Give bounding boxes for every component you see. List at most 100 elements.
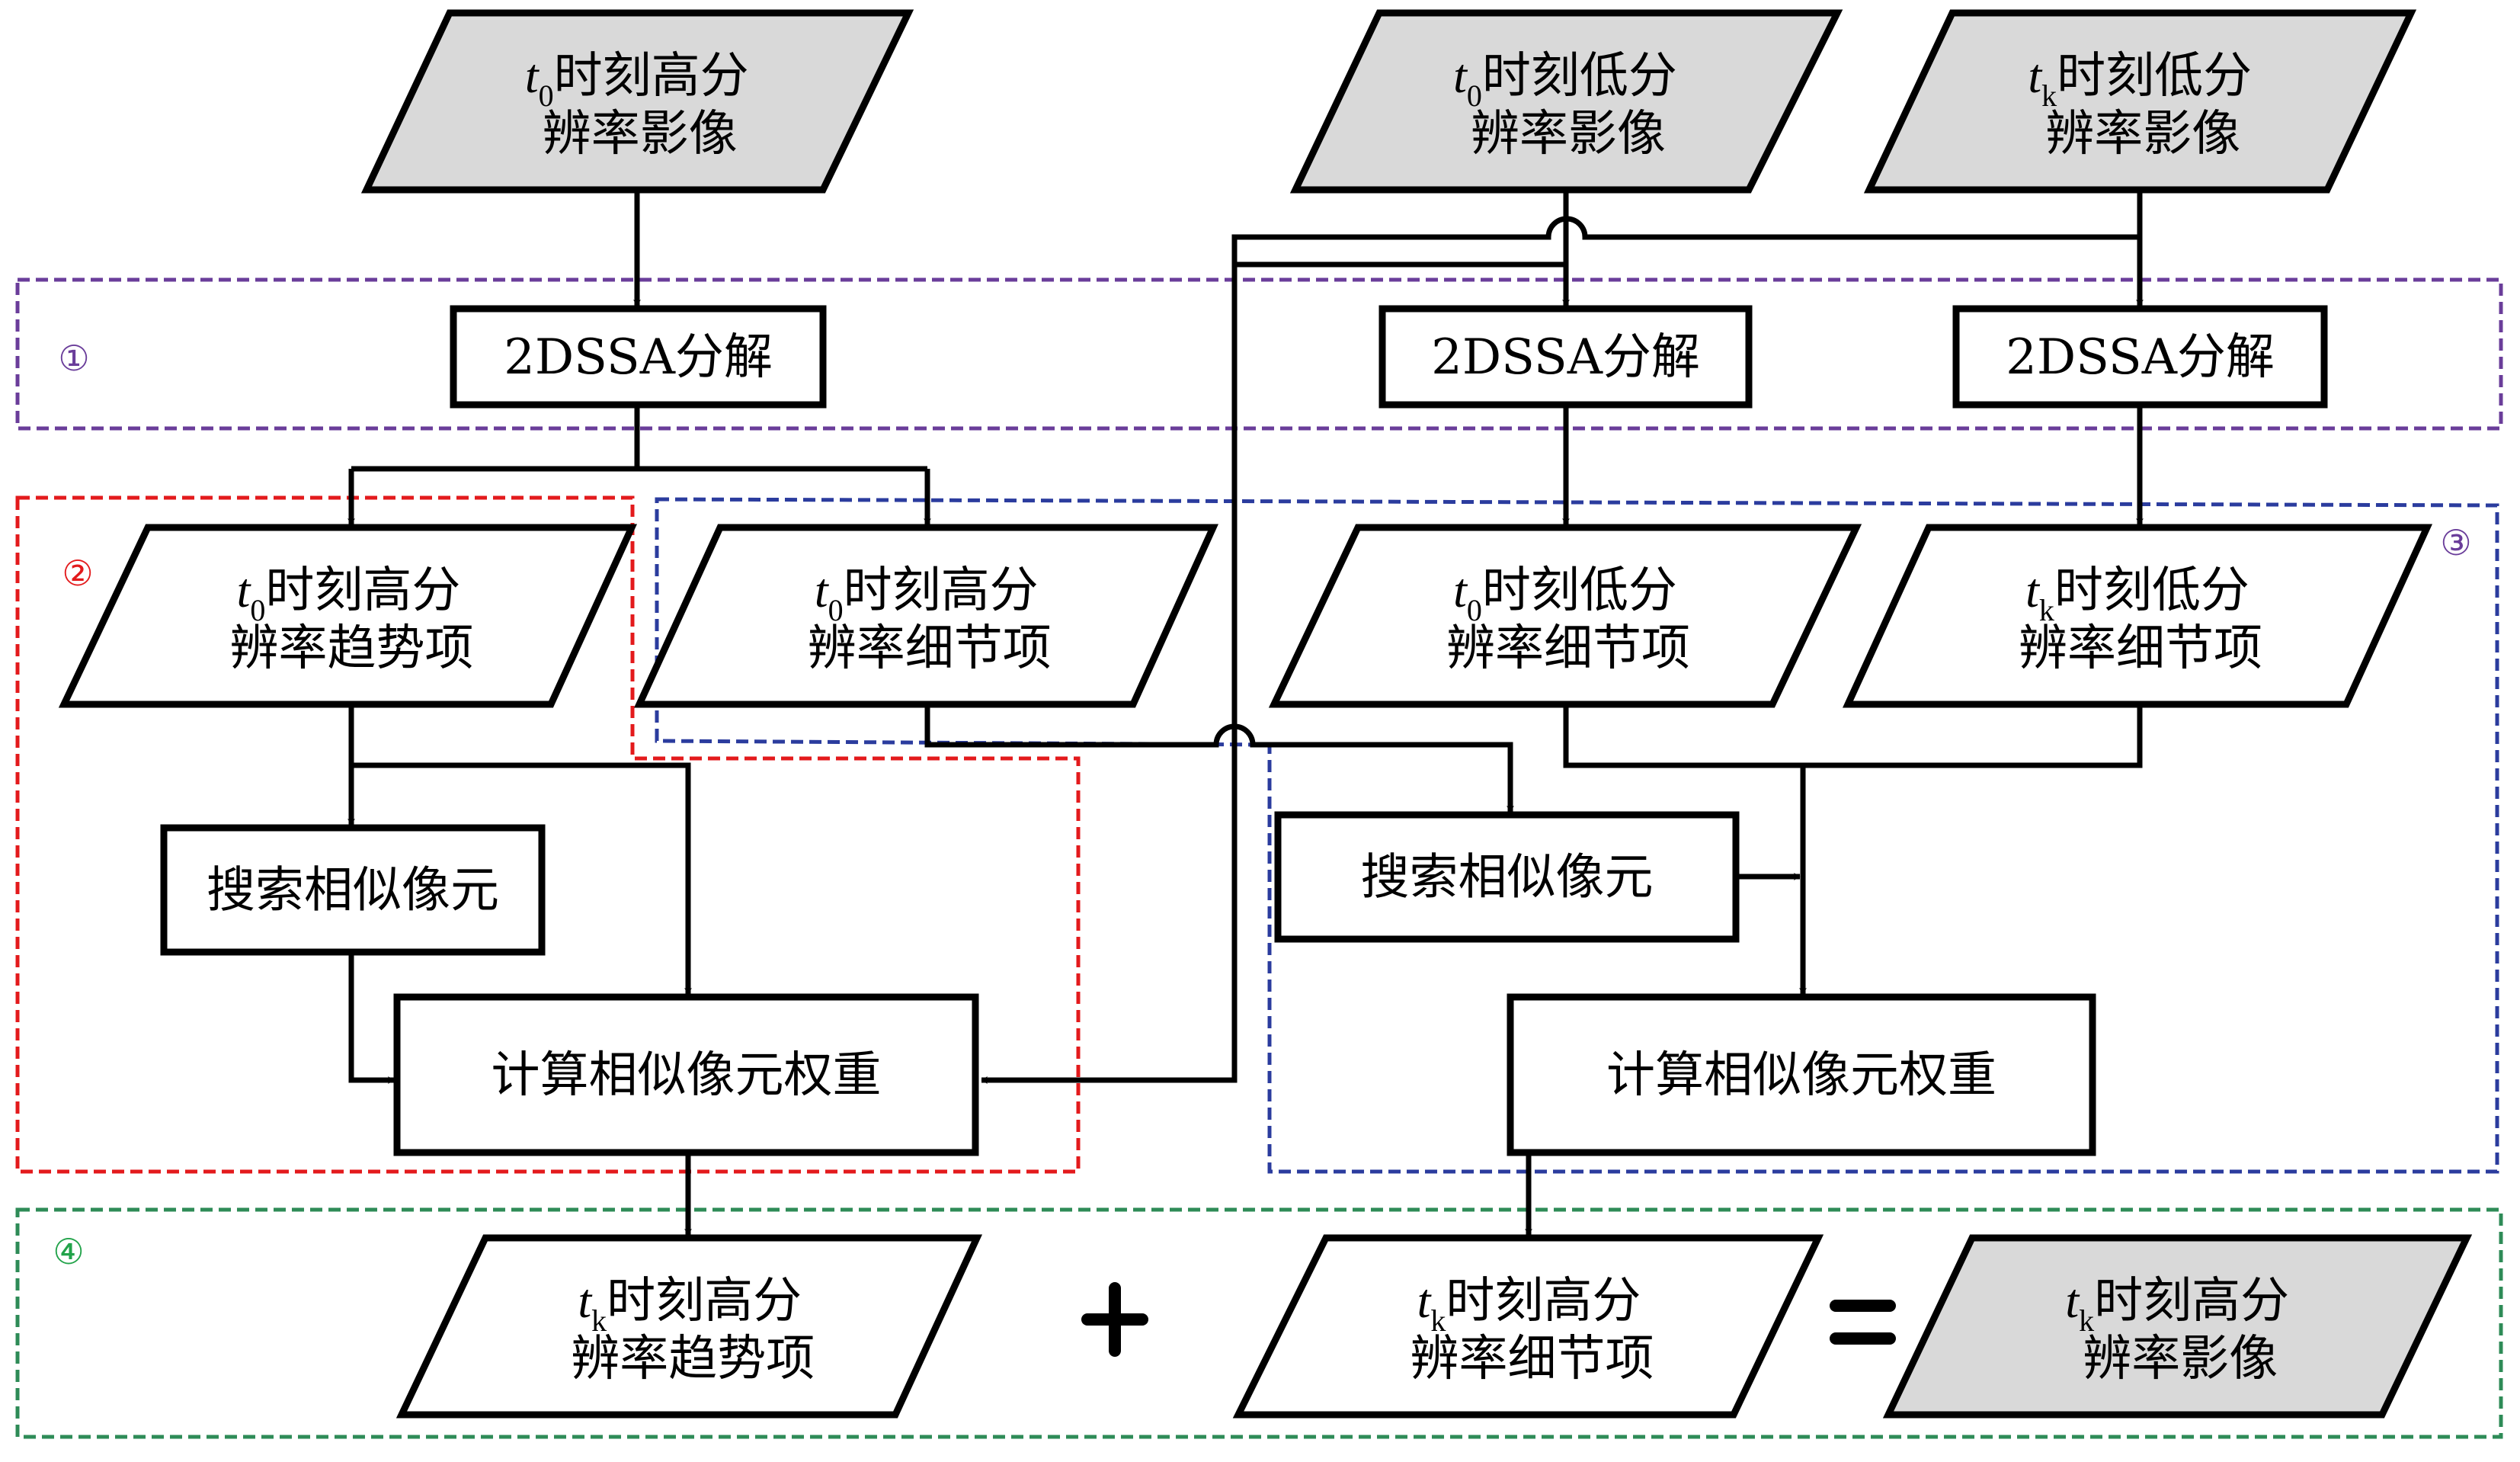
process-box bbox=[450, 305, 827, 409]
node-label-line2: 辨率细节项 bbox=[2019, 620, 2262, 677]
process-box bbox=[1378, 305, 1753, 409]
region-label-3: ③ bbox=[2440, 522, 2471, 563]
process-box bbox=[1952, 305, 2328, 409]
node-label: 计算相似像元权重 bbox=[492, 1047, 882, 1104]
time-subscript: k bbox=[2039, 593, 2054, 627]
node-label-line2: 辨率影像 bbox=[543, 106, 738, 162]
time-subscript: 0 bbox=[1467, 79, 1482, 113]
node-dssa-2: 2DSSA分解 bbox=[1378, 305, 1753, 409]
node-label-line1: t0时刻高分 bbox=[815, 563, 1039, 627]
region-number: ② bbox=[62, 553, 93, 594]
region-3-border bbox=[655, 497, 2499, 1174]
node-label: 计算相似像元权重 bbox=[1606, 1047, 1996, 1104]
region-number: ① bbox=[58, 338, 89, 379]
time-variable: t bbox=[815, 563, 830, 617]
edge-search-left-to-weight-left bbox=[348, 952, 395, 1084]
edge-detail-lows-merge bbox=[1563, 704, 2143, 768]
time-subscript: 0 bbox=[828, 593, 844, 627]
time-variable: t bbox=[2025, 563, 2041, 617]
time-variable: t bbox=[525, 49, 540, 103]
node-label-line1: tk时刻低分 bbox=[2028, 48, 2252, 113]
time-subscript: 0 bbox=[539, 79, 554, 113]
node-weight-right: 计算相似像元权重 bbox=[1507, 993, 2096, 1156]
node-label-line2: 辨率影像 bbox=[2083, 1331, 2278, 1387]
line1-text: 时刻高分 bbox=[844, 563, 1039, 619]
line1-text: 时刻高分 bbox=[265, 563, 460, 619]
node-dssa-3: 2DSSA分解 bbox=[1952, 305, 2328, 409]
process-box bbox=[393, 993, 979, 1156]
node-label-line2: 辨率趋势项 bbox=[571, 1331, 815, 1387]
data-parallelogram bbox=[1863, 9, 2417, 194]
node-label-line1: tk时刻高分 bbox=[578, 1273, 802, 1338]
node-label-line1: t0时刻低分 bbox=[1453, 48, 1677, 113]
node-label: 2DSSA分解 bbox=[2006, 329, 2275, 386]
data-parallelogram bbox=[1882, 1234, 2473, 1419]
region-detail-prediction bbox=[655, 497, 2499, 1174]
node-search-left: 搜索相似像元 bbox=[160, 824, 546, 956]
node-label: 2DSSA分解 bbox=[1431, 329, 1700, 386]
region-reconstruction bbox=[15, 1207, 2503, 1439]
time-subscript: k bbox=[1430, 1303, 1446, 1338]
node-label-line2: 辨率影像 bbox=[2045, 106, 2240, 162]
time-subscript: k bbox=[591, 1303, 607, 1338]
node-label-line1: t0时刻高分 bbox=[525, 48, 749, 113]
node-label: 搜索相似像元 bbox=[1361, 850, 1654, 906]
connectors bbox=[347, 190, 2144, 1236]
node-label-line1: tk时刻高分 bbox=[2065, 1273, 2289, 1338]
node-label-line2: 辨率细节项 bbox=[1446, 620, 1690, 677]
time-subscript: 0 bbox=[250, 593, 265, 627]
region-number: ④ bbox=[53, 1231, 84, 1272]
time-subscript: k bbox=[2041, 79, 2057, 113]
process-box bbox=[1507, 993, 2096, 1156]
time-variable: t bbox=[578, 1274, 593, 1328]
intermediate-parallelogram bbox=[1232, 1234, 1824, 1419]
node-search-right: 搜索相似像元 bbox=[1274, 811, 1740, 943]
intermediate-parallelogram bbox=[395, 1234, 983, 1419]
edge-detail-high-to-search-right bbox=[924, 704, 1514, 813]
line1-text: 时刻低分 bbox=[2057, 48, 2252, 104]
region-label-1: ① bbox=[58, 338, 89, 379]
time-variable: t bbox=[1453, 49, 1468, 103]
node-label-line1: tk时刻高分 bbox=[1417, 1273, 1641, 1338]
line1-text: 时刻低分 bbox=[1482, 48, 1677, 104]
node-label-line2: 辨率趋势项 bbox=[230, 620, 474, 677]
line1-text: 时刻高分 bbox=[554, 48, 749, 104]
node-label-line2: 辨率细节项 bbox=[1410, 1331, 1654, 1387]
time-variable: t bbox=[2028, 49, 2043, 103]
region-2-border bbox=[15, 495, 1081, 1174]
region-label-2: ② bbox=[62, 553, 93, 594]
data-parallelogram bbox=[1289, 9, 1843, 194]
node-weight-left: 计算相似像元权重 bbox=[393, 993, 979, 1156]
process-box bbox=[160, 824, 546, 956]
node-label: 2DSSA分解 bbox=[504, 329, 773, 386]
time-subscript: 0 bbox=[1467, 593, 1482, 627]
region-4-border bbox=[15, 1207, 2503, 1439]
line1-text: 时刻低分 bbox=[1482, 563, 1677, 619]
region-label-4: ④ bbox=[53, 1231, 84, 1272]
edge-trend-to-weight-left bbox=[351, 762, 692, 995]
line1-text: 时刻低分 bbox=[2054, 563, 2249, 619]
intermediate-parallelogram bbox=[633, 524, 1218, 708]
node-dssa-1: 2DSSA分解 bbox=[450, 305, 827, 409]
line1-text: 时刻高分 bbox=[607, 1273, 802, 1329]
intermediate-parallelogram bbox=[1268, 524, 1862, 708]
line1-text: 时刻高分 bbox=[1446, 1273, 1641, 1329]
time-variable: t bbox=[1417, 1274, 1433, 1328]
intermediate-parallelogram bbox=[58, 524, 638, 708]
region-trend-prediction bbox=[15, 495, 1081, 1174]
operator-plus bbox=[1081, 1282, 1148, 1357]
time-subscript: k bbox=[2079, 1303, 2094, 1338]
node-label-line2: 辨率细节项 bbox=[808, 620, 1052, 677]
node-label: 搜索相似像元 bbox=[207, 863, 499, 919]
